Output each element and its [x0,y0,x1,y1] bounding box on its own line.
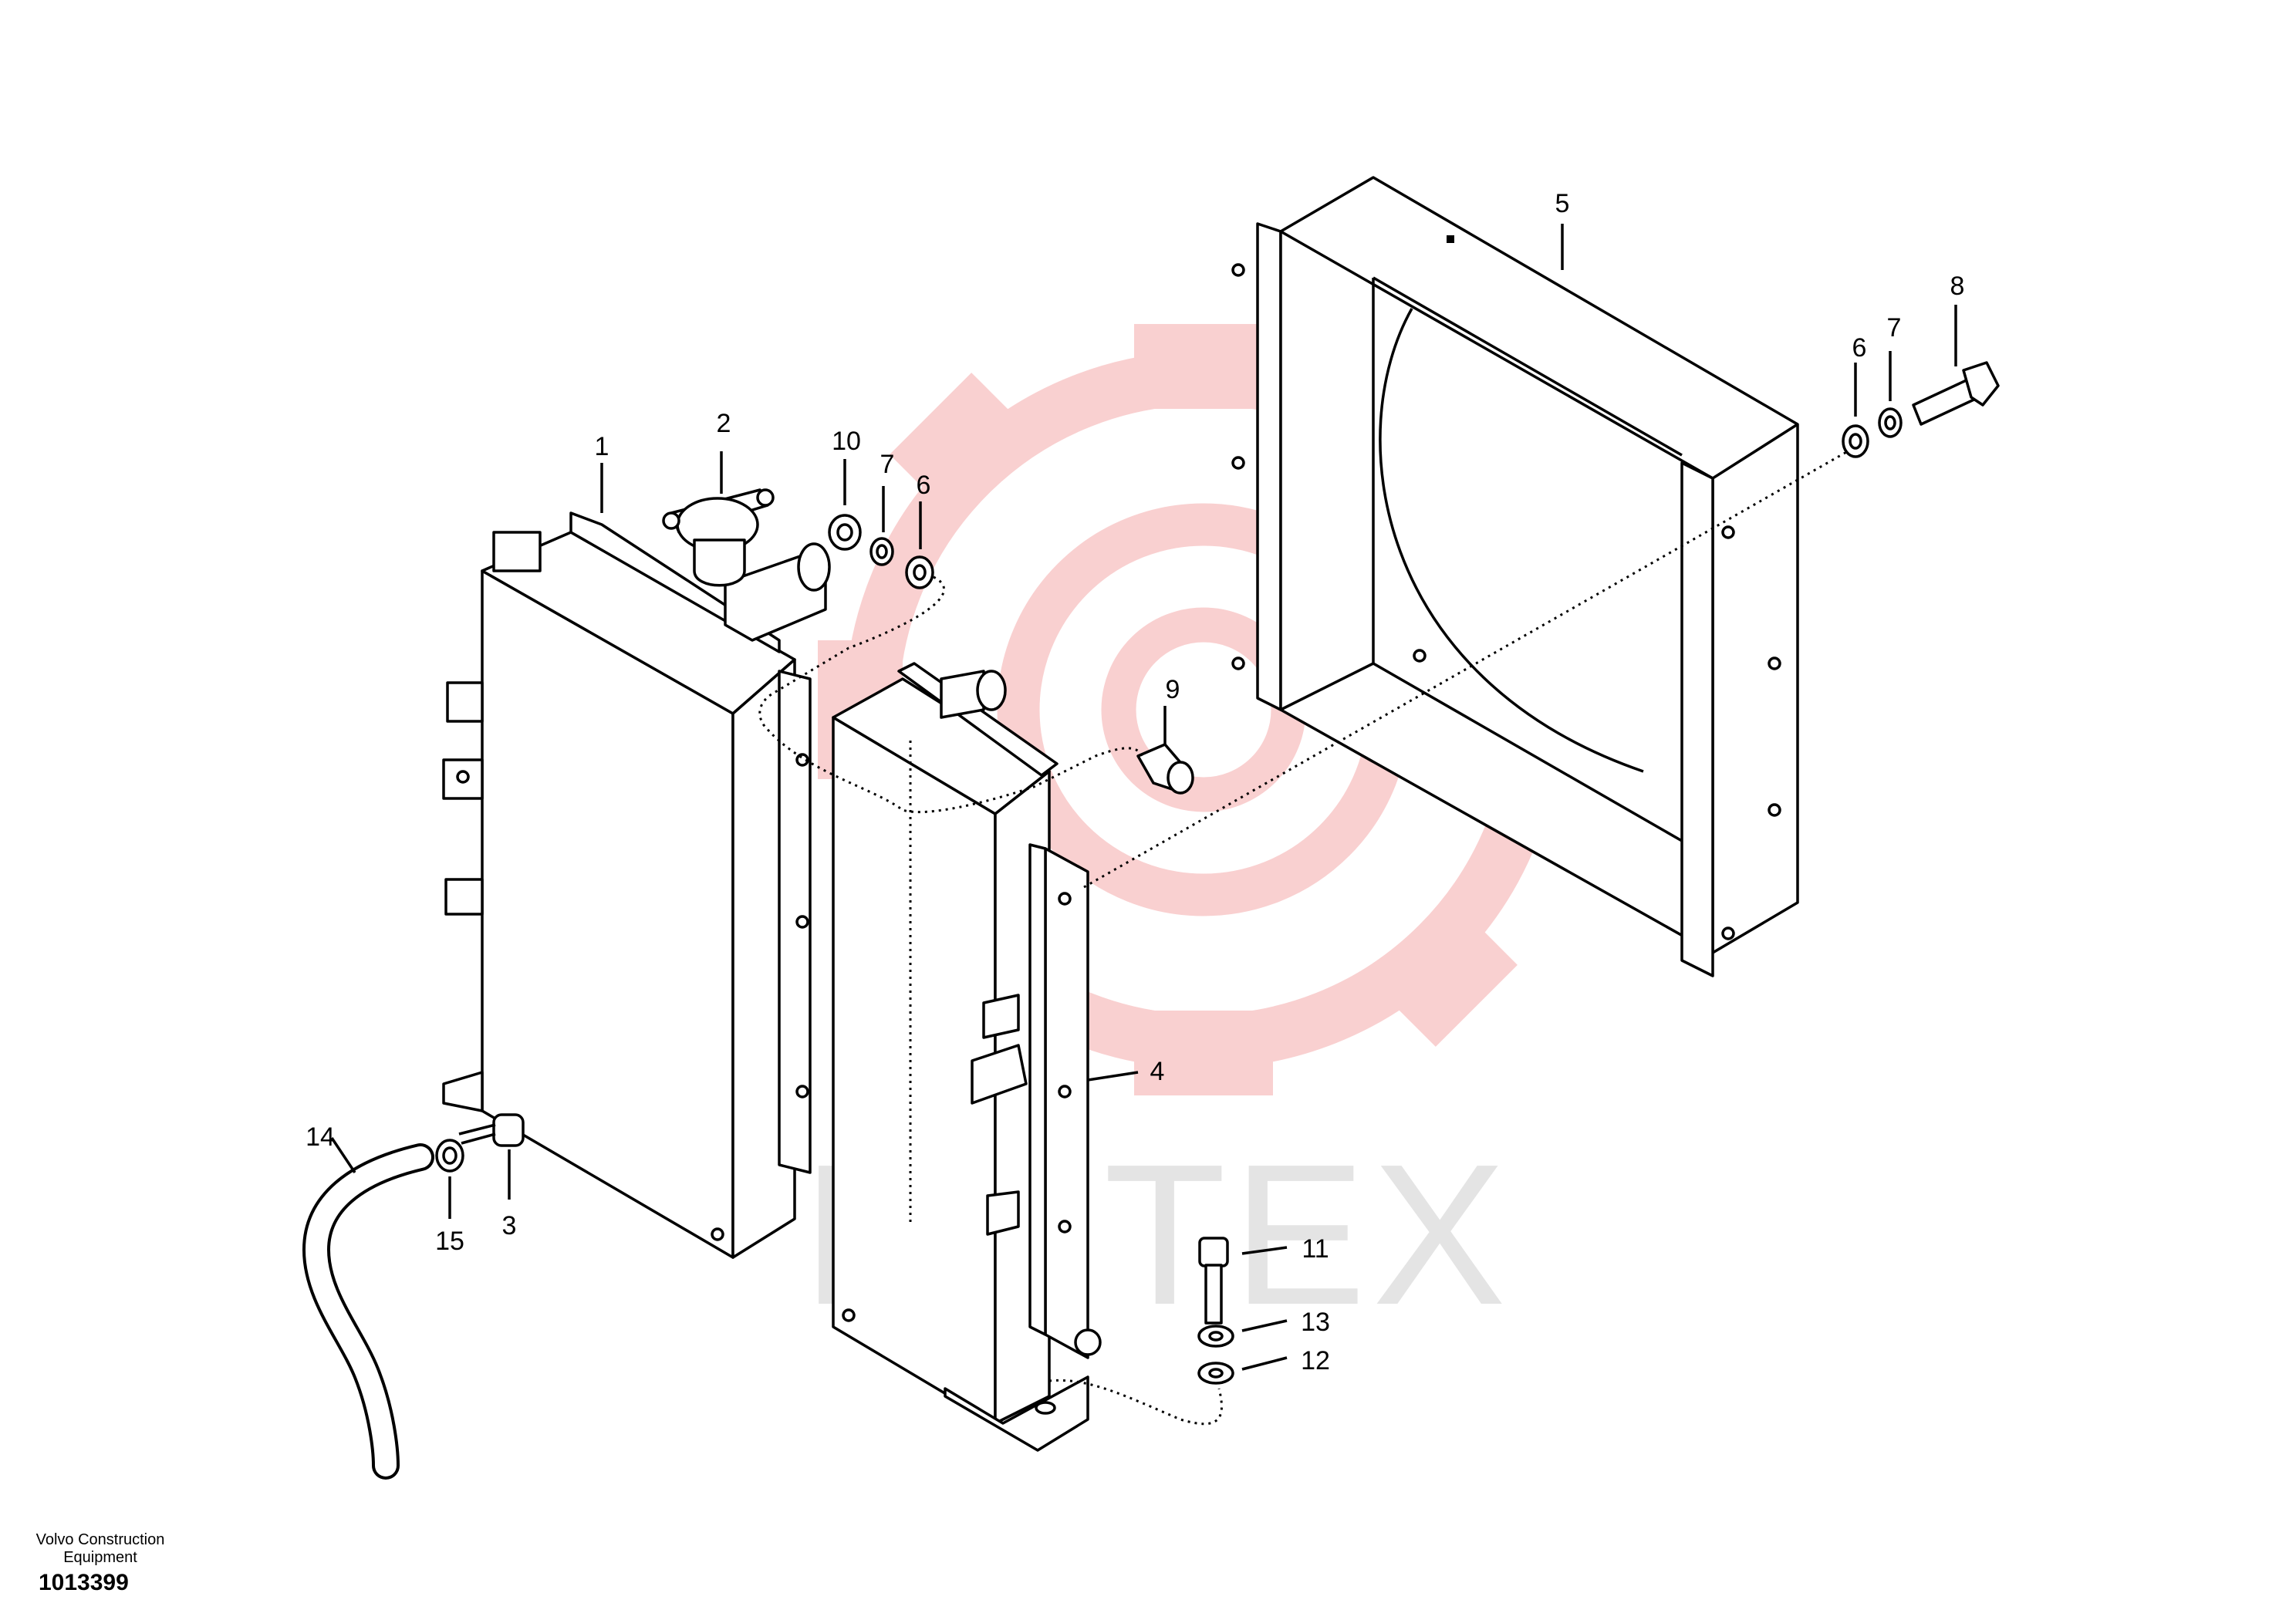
assembly-guide-lines [758,450,1849,1426]
bolt-part-8 [1912,305,2000,426]
footer-line-1: Volvo Construction [35,1531,165,1548]
callout-13: 13 [1301,1308,1330,1337]
callout-8: 8 [1950,272,1965,301]
oil-cooler-part-4 [832,662,1139,1452]
lock-washer-part-13 [1197,1319,1288,1348]
washer-part-6-left [905,501,934,589]
callout-3: 3 [502,1211,517,1240]
callout-labels: 1 2 3 4 5 6 7 8 9 10 11 12 13 14 15 6 7 [306,189,1964,1375]
radiator-part-1 [442,463,831,1259]
radiator-cap-part-2 [662,451,775,587]
footer-brand: Volvo Construction Equipment [0,1531,201,1567]
hose-part-14 [302,1137,434,1480]
callout-2: 2 [717,409,731,438]
bolt-part-9 [1136,706,1194,795]
callout-7-right: 7 [1887,313,1902,343]
clamp-part-15 [435,1139,464,1219]
callout-15: 15 [435,1227,464,1256]
callout-5: 5 [1555,189,1570,218]
fan-shroud-part-5 [1231,176,1799,977]
nut-part-10 [828,459,862,551]
callout-10: 10 [832,427,861,456]
footer-line-2: Equipment [63,1549,137,1566]
callout-6-left: 6 [917,471,931,500]
callout-4: 4 [1150,1057,1165,1086]
washer-part-6-right [1842,363,1869,458]
callout-9: 9 [1166,675,1180,704]
lock-washer-part-7-right [1878,351,1903,438]
callout-14: 14 [306,1122,335,1152]
callout-11: 11 [1302,1234,1329,1264]
callout-7-left: 7 [880,450,895,479]
washer-part-12 [1197,1356,1288,1385]
document-number: 1013399 [39,1570,129,1595]
bolt-part-11 [1198,1237,1288,1325]
callout-6-right: 6 [1852,333,1867,363]
callout-1: 1 [595,432,609,461]
lock-washer-part-7-left [869,486,894,566]
callout-12: 12 [1301,1346,1330,1375]
